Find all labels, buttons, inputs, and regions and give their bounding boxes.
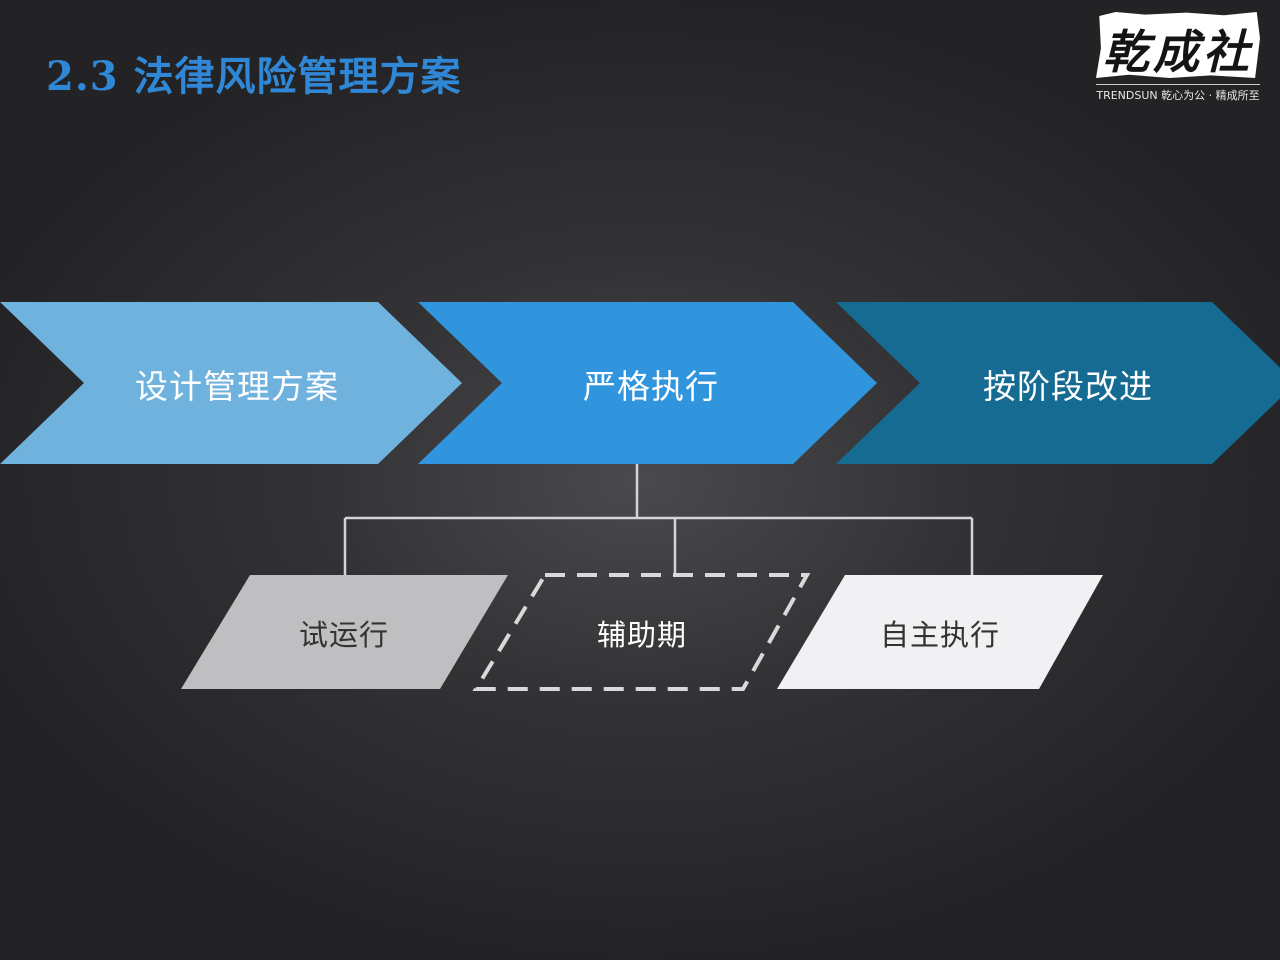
connector-lines — [343, 464, 974, 575]
phase-label-trial: 试运行 — [298, 618, 389, 652]
step-label-improve: 按阶段改进 — [983, 367, 1153, 406]
chevron-step-3 — [836, 302, 1280, 464]
logo-slogan: TRENDSUN 乾心为公 · 精成所至 — [1096, 84, 1260, 103]
phase-label-assist: 辅助期 — [596, 618, 687, 652]
phase-box-autonomous — [777, 575, 1103, 689]
slide-title: 2.3 法律风险管理方案 — [46, 53, 462, 100]
phase-box-trial — [181, 575, 508, 689]
logo-mark: 乾成社 — [1103, 25, 1253, 79]
phase-box-assist — [472, 573, 811, 691]
phase-label-autonomous: 自主执行 — [879, 618, 1000, 652]
step-label-execute: 严格执行 — [583, 367, 719, 406]
step-label-design: 设计管理方案 — [135, 367, 339, 406]
chevron-step-2 — [418, 302, 877, 464]
logo-background — [1096, 12, 1260, 78]
chevron-step-1 — [0, 302, 462, 464]
brand-logo: 乾成社 TRENDSUN 乾心为公 · 精成所至 — [1096, 12, 1260, 104]
